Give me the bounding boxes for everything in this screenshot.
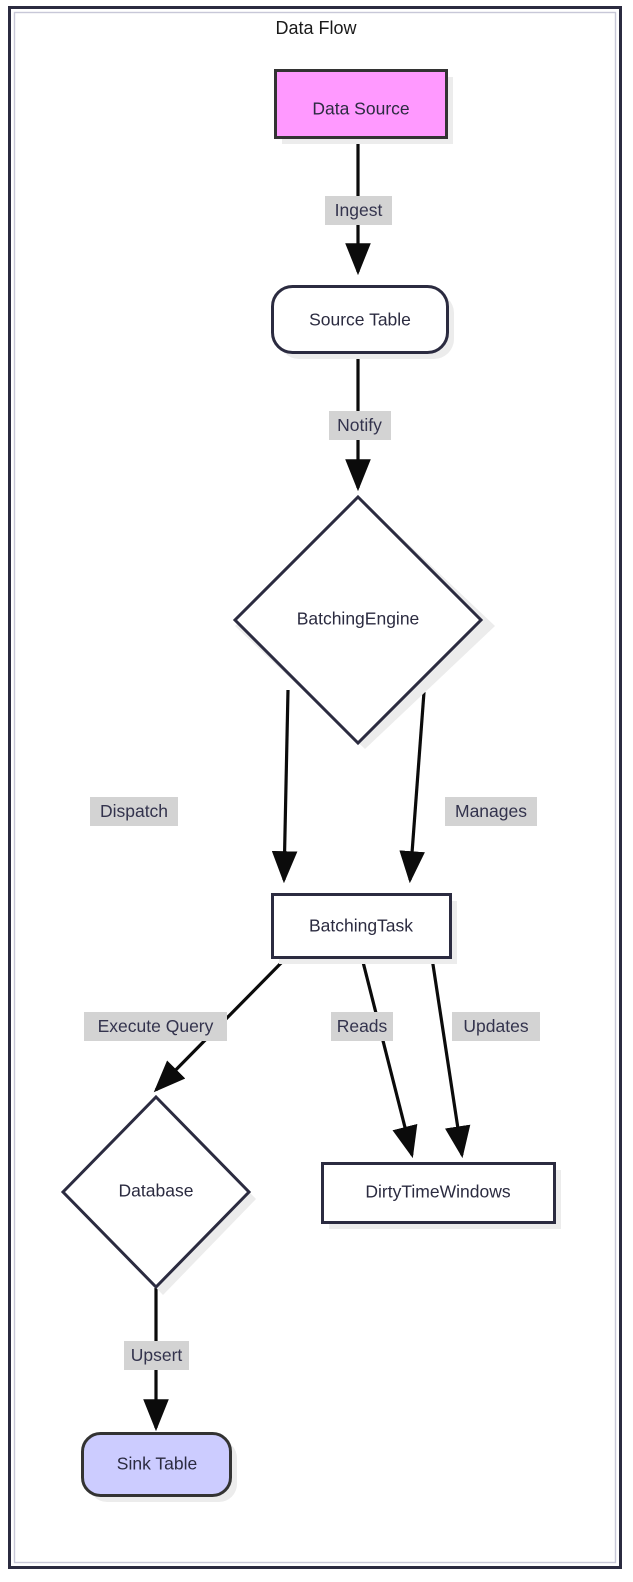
edge-label-updates-text: Updates <box>463 1016 528 1036</box>
edge-label-execute-query-text: Execute Query <box>98 1016 214 1036</box>
node-data-source-shape <box>274 69 448 139</box>
node-batching-engine[interactable]: BatchingEngine <box>232 494 495 749</box>
node-data-source-label: Data Source <box>312 99 409 119</box>
node-dirty-time-windows[interactable]: DirtyTimeWindows <box>321 1162 562 1230</box>
node-database-label: Database <box>119 1181 194 1201</box>
node-batching-engine-shape <box>232 494 484 746</box>
edge-label-reads: Reads <box>331 1012 393 1041</box>
edge-label-execute-query: Execute Query <box>84 1012 227 1041</box>
node-batching-engine-label: BatchingEngine <box>297 609 420 629</box>
edge-label-updates: Updates <box>452 1012 540 1041</box>
node-batching-task-label: BatchingTask <box>309 916 413 936</box>
node-dirty-time-windows-shape <box>321 1162 556 1224</box>
diagram-frame-inner <box>13 11 617 1564</box>
edge-updates-line <box>430 957 471 1159</box>
edge-label-manages-text: Manages <box>455 801 527 821</box>
edge-label-notify: Notify <box>329 411 391 440</box>
node-source-table-shape <box>271 285 449 354</box>
node-source-table-label: Source Table <box>309 310 411 330</box>
node-sink-table[interactable]: Sink Table <box>81 1432 238 1503</box>
node-source-table[interactable]: Source Table <box>271 285 455 360</box>
edge-label-ingest-text: Ingest <box>335 200 383 220</box>
diagram-frame <box>8 6 622 1569</box>
edge-label-dispatch: Dispatch <box>90 797 178 826</box>
node-sink-table-label: Sink Table <box>117 1454 197 1474</box>
edge-reads-line <box>360 957 418 1159</box>
diagram-title: Data Flow <box>275 18 357 38</box>
node-sink-table-shape <box>81 1432 232 1497</box>
node-batching-task-shape <box>271 893 452 959</box>
node-batching-task[interactable]: BatchingTask <box>271 893 458 965</box>
edge-label-upsert-text: Upsert <box>131 1345 183 1365</box>
edge-label-reads-text: Reads <box>337 1016 388 1036</box>
edge-manages-line <box>399 691 426 884</box>
node-data-source[interactable]: Data Source <box>274 69 454 145</box>
node-database[interactable]: Database <box>60 1094 256 1295</box>
edge-label-notify-text: Notify <box>337 415 382 435</box>
edge-label-manages: Manages <box>445 797 537 826</box>
node-dirty-time-windows-label: DirtyTimeWindows <box>365 1182 510 1202</box>
edge-label-dispatch-text: Dispatch <box>100 801 168 821</box>
edge-label-upsert: Upsert <box>124 1341 189 1370</box>
edge-label-ingest: Ingest <box>325 196 392 225</box>
node-database-shape <box>60 1094 252 1290</box>
edge-dispatch-line <box>271 689 298 884</box>
